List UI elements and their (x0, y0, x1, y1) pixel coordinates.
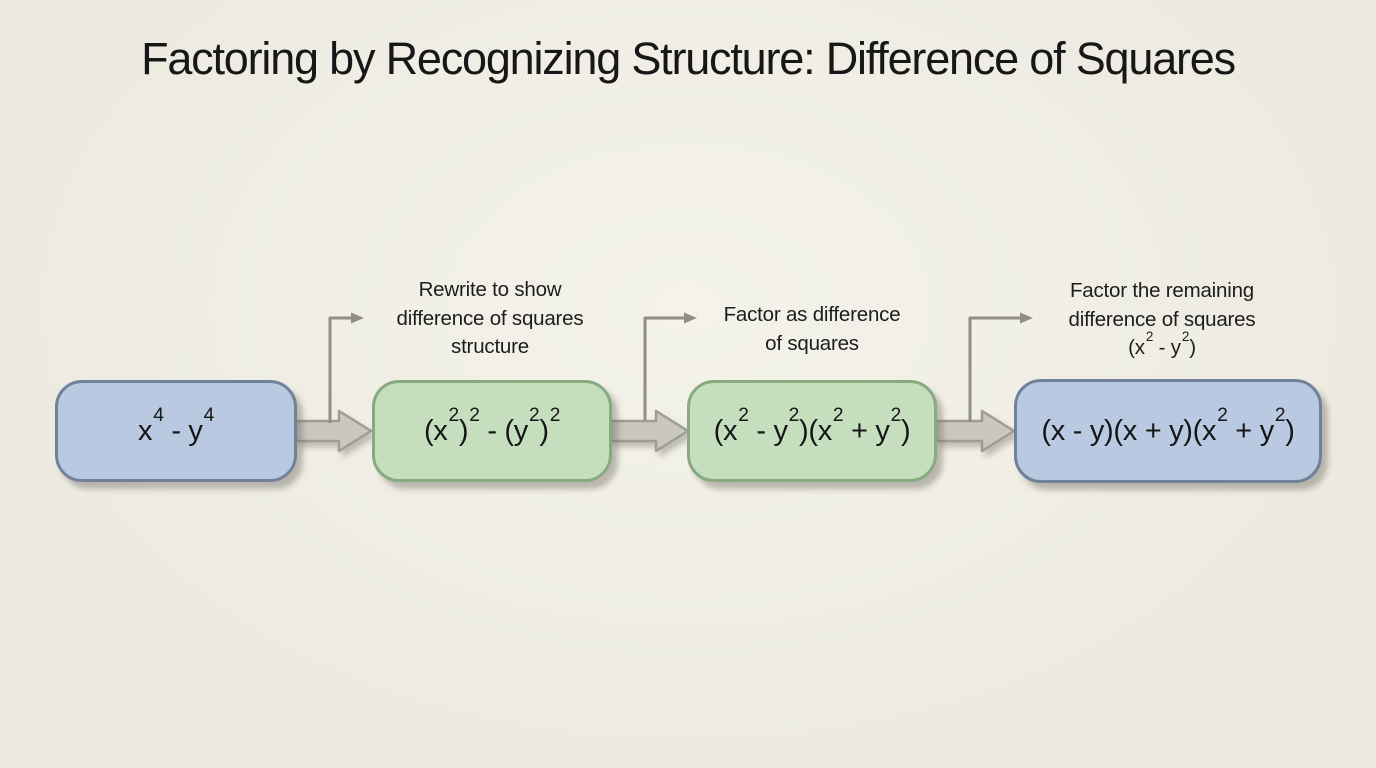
annotation-connector-1-arrowhead-icon (351, 312, 364, 324)
step-1-expression: x4 - y4 (138, 404, 214, 447)
flow-arrow-2-icon (609, 409, 690, 453)
step-box-3: (x2 - y2)(x2 + y2) (687, 380, 937, 482)
step-box-1: x4 - y4 (55, 380, 297, 482)
annotation-connector-1 (328, 316, 351, 423)
annotation-factor-remaining: Factor the remaining difference of squar… (1068, 279, 1256, 359)
diagram-title: Factoring by Recognizing Structure: Diff… (141, 33, 1236, 84)
step-box-4: (x - y)(x + y)(x2 + y2) (1014, 379, 1322, 483)
annotation-connector-3-arrowhead-icon (1020, 312, 1033, 324)
flow-arrow-1-icon (294, 409, 373, 453)
annotation-connector-2 (643, 316, 684, 420)
annotation-connector-3 (968, 316, 1020, 422)
annotation-factor-difference: Factor as difference of squares (723, 303, 901, 355)
annotation-connector-2-arrowhead-icon (684, 312, 697, 324)
flow-arrow-3-icon (934, 409, 1016, 453)
step-3-expression: (x2 - y2)(x2 + y2) (713, 404, 911, 447)
step-2-expression: (x2)2 - (y2)2 (423, 404, 561, 447)
step-4-expression: (x - y)(x + y)(x2 + y2) (1041, 404, 1295, 447)
annotation-rewrite-structure: Rewrite to show difference of squares st… (396, 278, 584, 358)
step-box-2: (x2)2 - (y2)2 (372, 380, 612, 482)
